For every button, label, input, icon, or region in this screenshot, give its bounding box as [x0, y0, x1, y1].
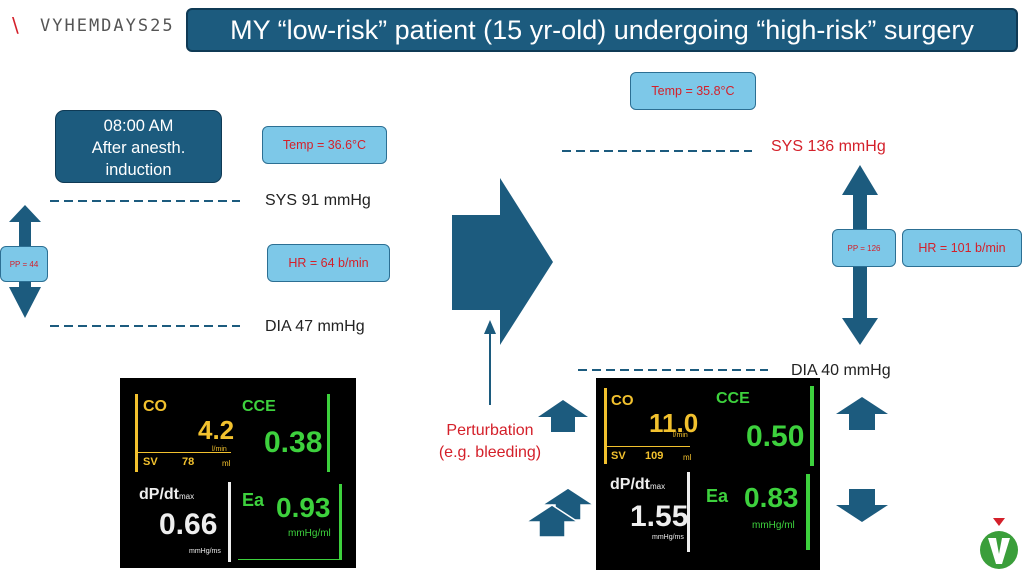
time-line-1: 08:00 AM [103, 117, 174, 135]
left-sv-label: SV [143, 456, 158, 468]
left-sv-unit: ml [222, 459, 231, 468]
right-co-tile: CO 11.0 l/min SV 109 ml [604, 388, 698, 464]
logo-text: VYHEMDAYS25 [40, 16, 175, 36]
left-cce-label: CCE [242, 398, 276, 415]
v-logo-icon [980, 518, 1018, 569]
left-cce-value: 0.38 [264, 426, 323, 459]
left-hr-pill: HR = 64 b/min [267, 244, 390, 282]
right-sv-value: 109 [645, 450, 664, 462]
transition-arrow [452, 178, 553, 345]
left-dpdt-unit: mmHg/ms [189, 548, 221, 555]
right-dpdt-tile: dP/dtmax 1.55 mmHg/ms [604, 472, 690, 552]
left-ea-label: Ea [242, 490, 265, 510]
left-dpdt-sub: max [179, 492, 195, 501]
left-dpdt-label: dP/dtmax [139, 486, 195, 503]
right-dpdt-sub: max [650, 482, 666, 491]
left-co-label: CO [143, 398, 167, 415]
left-co-value: 4.2 [198, 415, 235, 445]
left-ea-value: 0.93 [276, 492, 331, 523]
perturbation-line-2: (e.g. bleeding) [438, 444, 542, 461]
co-up-arrow [538, 400, 588, 432]
left-ea-tile: Ea 0.93 mmHg/ml [238, 484, 342, 560]
right-ea-label: Ea [706, 486, 729, 506]
left-monitor: CO 4.2 l/min SV 78 ml CCE 0.38 dP/dtmax … [120, 378, 356, 568]
dpdt-up-arrow-front [523, 504, 581, 538]
right-co-unit: l/min [673, 432, 688, 439]
right-ea-tile: Ea 0.83 mmHg/ml [702, 474, 810, 550]
right-monitor: CO 11.0 l/min SV 109 ml CCE 0.50 dP/dtma… [596, 378, 820, 570]
right-dia-label: DIA 40 mmHg [791, 362, 891, 379]
left-co-unit: l/min [212, 446, 227, 453]
perturbation-arrow-head [484, 320, 496, 334]
right-temp-pill: Temp = 35.8°C [630, 72, 756, 110]
left-pp-pill: PP = 44 [0, 246, 48, 282]
right-ea-unit: mmHg/ml [752, 520, 795, 531]
slide-title: MY “low-risk” patient (15 yr-old) underg… [186, 8, 1018, 52]
left-cce-tile: CCE 0.38 [238, 394, 330, 472]
time-box: 08:00 AM After anesth. induction [55, 110, 222, 183]
left-temp-pill: Temp = 36.6°C [262, 126, 387, 164]
right-sys-label: SYS 136 mmHg [771, 138, 886, 155]
left-co-tile: CO 4.2 l/min SV 78 ml [135, 394, 235, 472]
right-dpdt-label: dP/dtmax [610, 476, 666, 493]
right-sv-unit: ml [683, 453, 692, 462]
left-ea-unit: mmHg/ml [288, 528, 331, 539]
right-cce-label: CCE [716, 390, 750, 407]
right-sv-label: SV [611, 450, 626, 462]
perturbation-label: Perturbation (e.g. bleeding) [415, 420, 565, 464]
right-ea-value: 0.83 [744, 482, 799, 513]
right-co-value: 11.0 [649, 408, 699, 438]
right-co-divider [607, 446, 690, 447]
right-cce-tile: CCE 0.50 [708, 386, 814, 466]
logo-slash: \ [12, 13, 19, 37]
right-cce-value: 0.50 [746, 420, 805, 453]
time-line-3: induction [105, 161, 172, 179]
right-hr-pill: HR = 101 b/min [902, 229, 1022, 267]
right-pp-pill: PP = 126 [832, 229, 896, 267]
left-sv-value: 78 [182, 456, 195, 468]
cce-up-arrow [836, 397, 888, 430]
time-line-2: After anesth. [91, 139, 186, 157]
left-sys-label: SYS 91 mmHg [265, 192, 371, 209]
left-dpdt-value: 0.66 [159, 508, 218, 541]
left-co-divider [138, 452, 231, 453]
right-dpdt-unit: mmHg/ms [652, 534, 684, 541]
right-co-label: CO [611, 392, 634, 409]
ea-down-arrow [836, 489, 888, 522]
left-dia-label: DIA 47 mmHg [265, 318, 365, 335]
perturbation-line-1: Perturbation [446, 422, 534, 439]
right-dpdt-value: 1.55 [630, 500, 689, 533]
left-dpdt-tile: dP/dtmax 0.66 mmHg/ms [135, 482, 231, 562]
